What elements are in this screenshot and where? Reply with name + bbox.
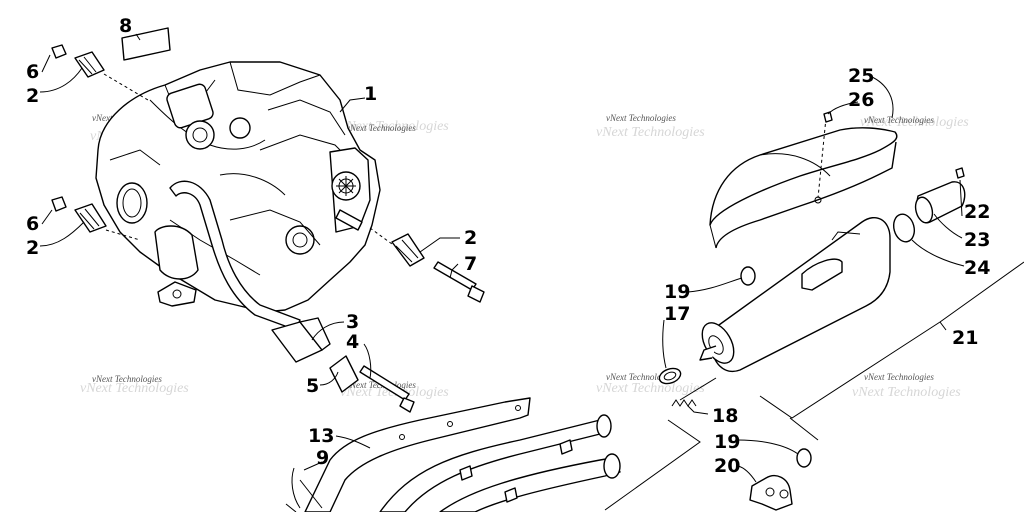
grommet-19-upper	[740, 266, 756, 286]
callout-4: 4	[346, 331, 359, 353]
callout-3: 3	[346, 311, 359, 333]
engine-assembly	[95, 61, 381, 331]
watermark-ghost: vNext Technologies	[860, 115, 969, 130]
muffler-shield-25	[709, 111, 898, 249]
watermark: vNext Technologies	[864, 372, 934, 382]
callout-7: 7	[464, 253, 477, 275]
tail-pipe-parts	[892, 167, 966, 243]
bolt-head-icon	[51, 44, 67, 59]
callout-22: 22	[964, 201, 990, 223]
screw-icon	[955, 167, 965, 179]
callout-8: 8	[119, 15, 132, 37]
callout-2: 2	[26, 237, 39, 259]
callout-2: 2	[464, 227, 477, 249]
callout-5: 5	[306, 375, 319, 397]
watermark-ghost: vNext Technologies	[852, 385, 961, 400]
callout-20: 20	[714, 455, 740, 477]
watermark: vNext Technologies	[606, 113, 676, 123]
watermark-ghost: vNext Technologies	[596, 381, 705, 396]
spring-9	[285, 467, 323, 512]
gasket-icon	[892, 213, 916, 243]
assembly-bracket-21	[604, 261, 1024, 511]
spring-18	[671, 399, 697, 407]
callout-labels: 8 1 6 2 6 2 2 7 3 4 5 13 9 17 18 19 19 2…	[26, 15, 990, 477]
callout-17: 17	[664, 303, 690, 325]
callout-6: 6	[26, 213, 39, 235]
callout-24: 24	[964, 257, 990, 279]
exhaust-pipes	[379, 414, 621, 512]
watermark: vNext Technologies	[864, 115, 934, 125]
callout-2: 2	[26, 85, 39, 107]
watermark: vNext Technologies	[606, 372, 676, 382]
clamp-17	[658, 367, 682, 385]
watermark: vNext Technologies	[346, 123, 416, 133]
callout-6: 6	[26, 61, 39, 83]
callout-26: 26	[848, 89, 874, 111]
watermark: vNext Technologies	[92, 374, 162, 384]
bolt-head-icon	[51, 196, 67, 212]
leader-lines	[39, 33, 965, 483]
bushing-icon	[391, 233, 425, 267]
right-mount-bushing	[369, 227, 425, 267]
lower-left-bolt-set	[51, 196, 141, 241]
heat-shield-13	[304, 397, 531, 512]
callout-19: 19	[714, 431, 740, 453]
muffler-21	[699, 217, 891, 373]
watermark-ghost: vNext Technologies	[80, 381, 189, 396]
callout-18: 18	[712, 405, 738, 427]
watermark-ghost: vNext Technologies	[596, 125, 705, 140]
rear-mount-assembly	[271, 317, 415, 413]
watermark-ghost: vNext Technologies	[340, 119, 449, 134]
callout-19: 19	[664, 281, 690, 303]
callout-1: 1	[364, 83, 377, 105]
label-plate	[121, 27, 171, 61]
rubber-mount-icon	[329, 355, 359, 393]
bushing-icon	[74, 203, 107, 233]
screw-icon	[823, 111, 833, 123]
callout-23: 23	[964, 229, 990, 251]
callout-21: 21	[952, 327, 978, 349]
callout-25: 25	[848, 65, 874, 87]
upper-left-bolt-set	[51, 44, 149, 101]
callout-9: 9	[316, 447, 329, 469]
mount-bolt-7	[433, 261, 485, 303]
callout-13: 13	[308, 425, 334, 447]
grommet-19-lower	[796, 448, 812, 468]
bracket-20	[749, 474, 793, 511]
